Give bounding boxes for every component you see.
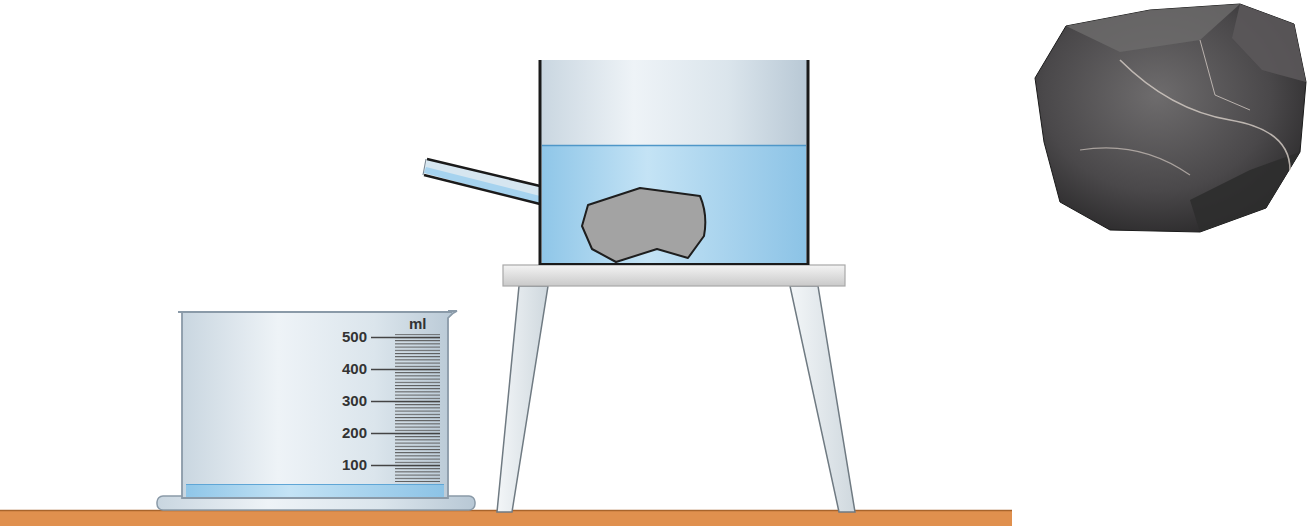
can-water (542, 145, 806, 264)
beaker-rim (178, 311, 452, 313)
scale-major-tick (371, 337, 440, 338)
scale-major-tick (371, 465, 440, 466)
can-wall (807, 60, 810, 265)
stone-facet (1066, 4, 1240, 52)
can-bottom (540, 263, 808, 265)
scale-major-tick (371, 369, 440, 370)
water-surface (186, 484, 444, 485)
scale-number: 400 (342, 361, 367, 378)
measuring-beaker (182, 311, 457, 498)
scale-number: 300 (342, 393, 367, 410)
stand-leg (790, 286, 855, 512)
spout-mouth (423, 159, 426, 175)
stone-vein (1200, 40, 1250, 110)
stone-facet (1232, 4, 1306, 82)
scale-number: 500 (342, 329, 367, 346)
spout (424, 159, 540, 204)
spout-edge (424, 175, 540, 204)
collected-water (186, 484, 444, 497)
scale-ticks (395, 334, 440, 482)
stand-leg (497, 286, 548, 512)
unit-label: ml (409, 316, 427, 333)
stone-photo (1035, 4, 1306, 232)
scale-major-tick (371, 433, 440, 434)
water-level (542, 145, 806, 147)
stone-facet (1190, 152, 1300, 232)
can-wall (539, 60, 542, 265)
scale-major-tick (371, 401, 440, 402)
stand-platform (503, 265, 845, 286)
stone-vein (1080, 148, 1190, 175)
scale-number: 100 (342, 457, 367, 474)
submerged-stone (582, 188, 705, 262)
scale-number: 200 (342, 425, 367, 442)
spout-edge (427, 159, 540, 186)
overflow-can (540, 60, 808, 265)
